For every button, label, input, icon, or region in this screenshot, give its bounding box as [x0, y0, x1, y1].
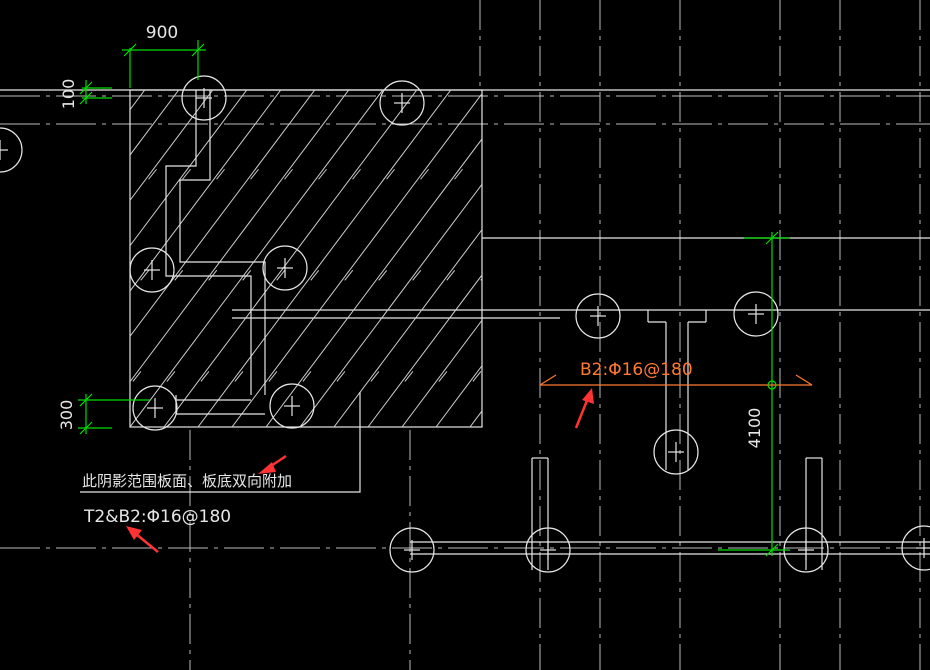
dimension-label-300: 300 — [57, 400, 76, 431]
shaded-area-note: 此阴影范围板面、板底双向附加 — [82, 472, 292, 490]
hatch-pattern — [130, 90, 482, 427]
dimension-300 — [78, 393, 150, 435]
b2-rebar-line — [539, 374, 813, 390]
dimension-label-4100: 4100 — [745, 408, 764, 449]
b2-rebar-label: B2:Φ16@180 — [580, 360, 693, 380]
red-arrow-b2 — [574, 388, 594, 429]
t2-b2-rebar-label: T2&B2:Φ16@180 — [83, 507, 231, 527]
column-symbol — [181, 75, 227, 121]
dimension-label-900: 900 — [146, 23, 178, 43]
red-arrow-t2b2 — [126, 526, 159, 553]
stair-outline — [165, 90, 266, 415]
column-symbol — [129, 247, 175, 293]
shaded-slab-region[interactable] — [0, 89, 723, 428]
column-symbol — [653, 429, 699, 475]
dimension-4100 — [718, 231, 790, 557]
column-symbol — [132, 385, 178, 431]
column-symbol — [269, 383, 315, 429]
column-symbol — [733, 291, 779, 337]
column-symbol — [901, 525, 930, 571]
column-symbol — [379, 80, 425, 126]
dimension-100 — [79, 80, 112, 105]
dimension-900 — [122, 40, 206, 88]
dimension-label-100: 100 — [59, 79, 78, 110]
red-arrow-note — [258, 454, 287, 474]
column-symbol — [575, 293, 621, 339]
note-leader — [80, 392, 361, 493]
column-symbol — [0, 127, 23, 173]
column-symbol — [262, 245, 308, 291]
columns — [0, 75, 930, 573]
column-symbol — [389, 527, 435, 573]
column-symbol — [525, 527, 571, 573]
